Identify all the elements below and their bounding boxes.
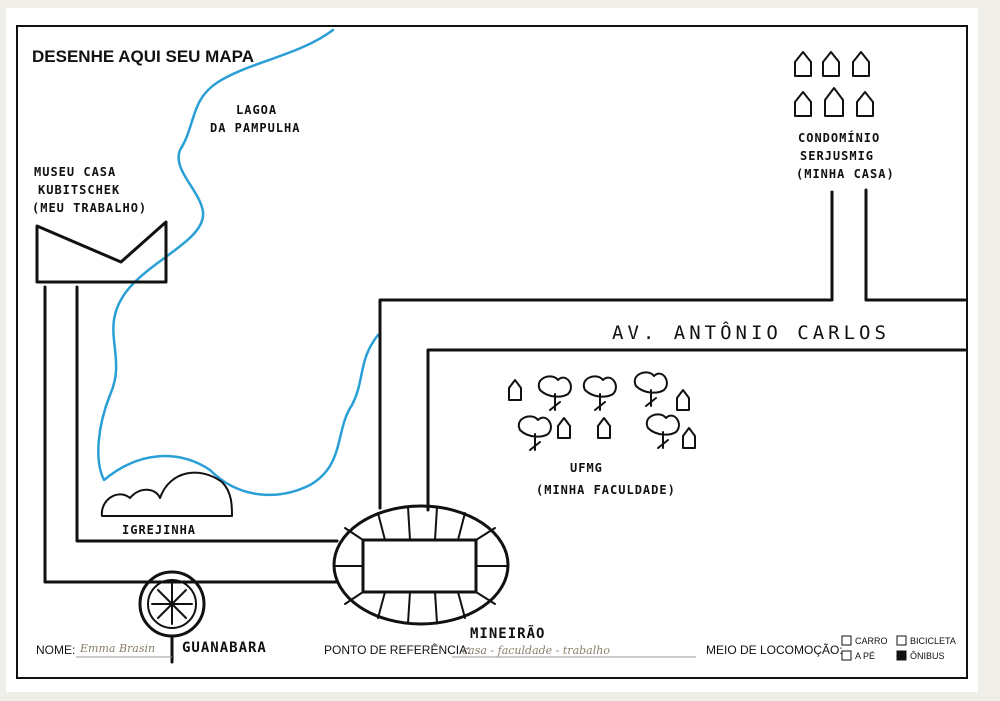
mineirao-label: MINEIRÃO [470, 625, 545, 642]
museu-label-3: (MEU TRABALHO) [32, 201, 147, 215]
a-pe-checkbox[interactable] [841, 650, 852, 661]
guanabara-label: GUANABARA [182, 640, 267, 656]
bicicleta-label: BICICLETA [910, 636, 956, 646]
museu-label-2: KUBITSCHEK [38, 183, 120, 197]
condominio-label-3: (MINHA CASA) [796, 167, 895, 181]
road-network [43, 188, 967, 584]
transport-option-carro[interactable]: CARRO [841, 635, 888, 646]
transport-option-bicicleta[interactable]: BICICLETA [896, 635, 956, 646]
ufmg-label-1: UFMG [570, 461, 603, 475]
lagoa-shoreline [97, 28, 380, 496]
onibus-label: ÔNIBUS [910, 651, 945, 661]
condominio-label-2: SERJUSMIG [800, 149, 874, 163]
lagoa-label-2: DA PAMPULHA [210, 121, 300, 135]
condominio-label-1: CONDOMÍNIO [798, 130, 880, 145]
ufmg-label-2: (MINHA FACULDADE) [536, 483, 676, 497]
onibus-checkbox[interactable] [896, 650, 907, 661]
carro-label: CARRO [855, 636, 888, 646]
name-value[interactable]: Emma Brasin [79, 642, 155, 655]
reference-label: PONTO DE REFERÊNCIA: [324, 642, 470, 657]
carro-checkbox[interactable] [841, 635, 852, 646]
mineirao-stadium-icon [332, 504, 510, 626]
igrejinha-label: IGREJINHA [122, 523, 196, 537]
museu-label-1: MUSEU CASA [34, 165, 116, 179]
museu-building-icon [35, 220, 168, 284]
form-title: DESENHE AQUI SEU MAPA [32, 47, 254, 66]
reference-value[interactable]: casa - faculdade - trabalho [462, 644, 610, 657]
guanabara-wheel-icon [138, 570, 206, 664]
igrejinha-icon [100, 471, 233, 517]
a-pe-label: A PÉ [855, 651, 875, 661]
lagoa-label-1: LAGOA [236, 103, 277, 117]
map-frame [16, 25, 968, 679]
transport-label: MEIO DE LOCOMOÇÃO: [706, 643, 843, 657]
condominio-houses-icon [794, 51, 874, 117]
ufmg-campus-icon [508, 371, 696, 451]
transport-option-a-pe[interactable]: A PÉ [841, 650, 875, 661]
name-label: NOME: [36, 643, 75, 657]
avenue-label: AV. ANTÔNIO CARLOS [612, 320, 890, 344]
bicicleta-checkbox[interactable] [896, 635, 907, 646]
transport-option-onibus[interactable]: ÔNIBUS [896, 650, 945, 661]
